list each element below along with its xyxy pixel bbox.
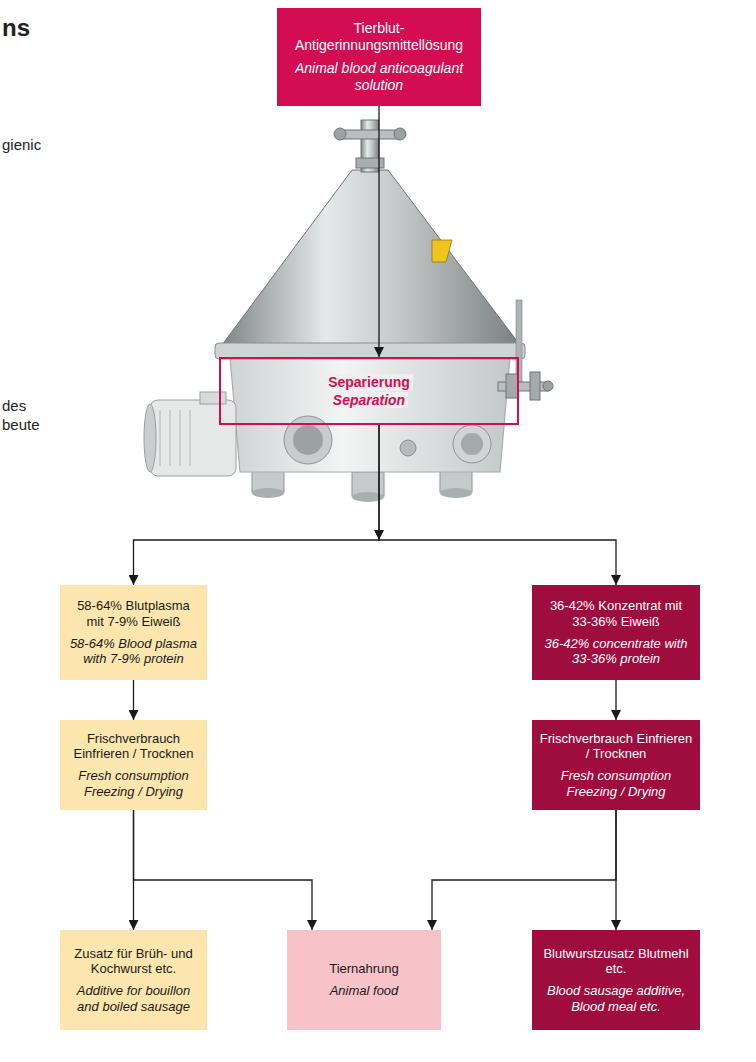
flow-arrow <box>378 106 379 357</box>
english-text: 36-42% concentrate with 33-36% protein <box>539 636 693 667</box>
cropped-text: des <box>2 397 26 414</box>
cropped-text: gienic <box>2 136 41 153</box>
source-box: Tierblut- AntigerinnungsmittellösungAnim… <box>277 8 481 106</box>
flow-arrow <box>432 810 616 930</box>
english-text: Blood sausage additive, Blood meal etc. <box>539 983 693 1014</box>
english-text: 58-64% Blood plasma with 7-9% protein <box>67 636 200 667</box>
centrifuge-bowl-hood <box>215 170 525 359</box>
german-text: Frischverbrauch Einfrieren / Trocknen <box>67 731 200 762</box>
animal-food-box: TiernahrungAnimal food <box>287 930 441 1030</box>
plasma-use-box: Frischverbrauch Einfrieren / TrocknenFre… <box>60 720 207 810</box>
separation-box: SeparierungSeparation <box>219 357 519 425</box>
flow-arrow <box>134 425 380 585</box>
centrifuge-outlet-valves <box>498 300 553 400</box>
concentrate-box: 36-42% Konzentrat mit 33-36% Eiweiß 36-42… <box>532 585 700 680</box>
flow-arrow <box>615 810 616 930</box>
english-text: Fresh consumption Freezing / Drying <box>67 768 200 799</box>
german-text: 58-64% Blutplasma mit 7-9% Eiweiß <box>67 598 200 629</box>
german-text: 36-42% Konzentrat mit 33-36% Eiweiß <box>539 598 693 629</box>
centrifuge-inlet-fittings <box>334 120 406 172</box>
german-text: Blutwurstzusatz Blutmehl etc. <box>539 946 693 977</box>
english-text: Animal food <box>330 983 399 999</box>
centrifuge-motor <box>144 392 236 476</box>
english-text: Additive for bouillon and boiled sausage <box>67 983 200 1014</box>
plasma-box: 58-64% Blutplasma mit 7-9% Eiweiß 58-64% … <box>60 585 207 680</box>
flow-arrow <box>615 680 616 720</box>
cropped-text: beute <box>2 416 40 433</box>
german-text: Frischverbrauch Einfrieren / Trocknen <box>539 731 693 762</box>
german-text: Tiernahrung <box>329 961 399 977</box>
flow-arrow <box>133 680 134 720</box>
blood-sausage-box: Blutwurstzusatz Blutmehl etc. Blood sausa… <box>532 930 700 1030</box>
flow-arrow <box>134 810 313 930</box>
centrifuge-frame <box>230 357 510 472</box>
sausage-additive-box: Zusatz für Brüh- und Kochwurst etc. Addit… <box>60 930 207 1030</box>
english-text: Animal blood anticoagulant solution <box>285 60 473 94</box>
concentrate-use-box: Frischverbrauch Einfrieren / TrocknenFre… <box>532 720 700 810</box>
german-text: Separierung <box>325 374 413 391</box>
english-text: Fresh consumption Freezing / Drying <box>539 768 693 799</box>
cropped-text: ns <box>2 14 30 42</box>
german-text: Zusatz für Brüh- und Kochwurst etc. <box>67 946 200 977</box>
flow-arrow <box>379 425 616 585</box>
english-text: Separation <box>330 392 408 409</box>
german-text: Tierblut- Antigerinnungsmittellösung <box>285 20 473 54</box>
